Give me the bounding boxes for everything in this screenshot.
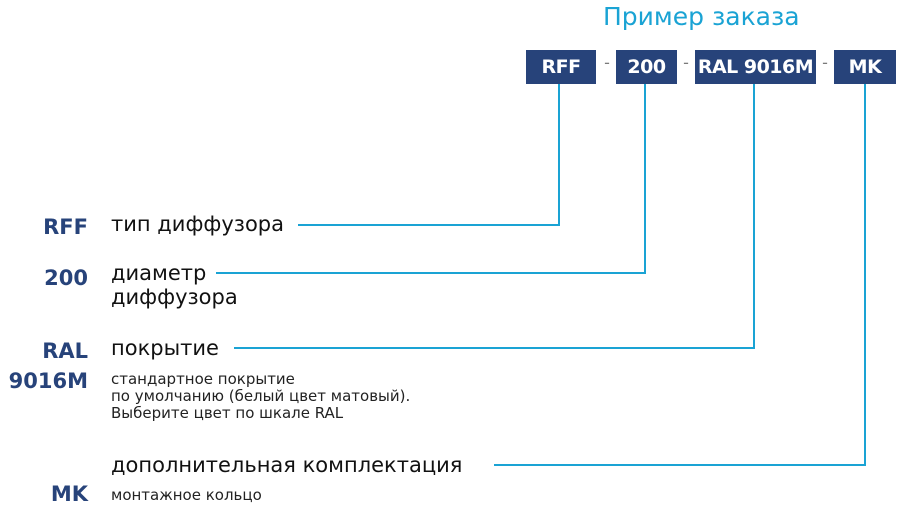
label-diameter-line2: диффузора — [111, 285, 238, 309]
coating-desc-line2: по умолчанию (белый цвет матовый). — [111, 387, 411, 405]
separator-3: - — [822, 53, 828, 72]
separator-2: - — [683, 53, 689, 72]
code-box-ral: RAL 9016M — [695, 50, 816, 84]
code-box-200: 200 — [616, 50, 677, 84]
separator-1: - — [604, 53, 610, 72]
code-box-mk: MK — [834, 50, 896, 84]
connector-200 — [216, 84, 646, 274]
extra-kit-desc: монтажное кольцо — [111, 486, 262, 504]
label-coating: покрытие — [111, 336, 219, 360]
code-200: 200 — [44, 266, 88, 290]
code-rff: RFF — [43, 215, 88, 239]
connector-mk — [494, 84, 866, 466]
order-example-title: Пример заказа — [603, 2, 800, 31]
label-extra-kit: дополнительная комплектация — [111, 453, 463, 477]
code-box-rff: RFF — [526, 50, 596, 84]
connector-ral — [234, 84, 755, 349]
code-ral-line2: 9016M — [8, 369, 88, 393]
label-diffuser-type: тип диффузора — [111, 212, 285, 236]
coating-desc-line3: Выберите цвет по шкале RAL — [111, 404, 344, 422]
connector-rff — [298, 84, 560, 226]
coating-desc-line1: стандартное покрытие — [111, 370, 295, 388]
label-diameter-line1: диаметр — [111, 261, 207, 285]
code-mk: MK — [50, 482, 88, 506]
code-ral-line1: RAL — [42, 339, 88, 363]
